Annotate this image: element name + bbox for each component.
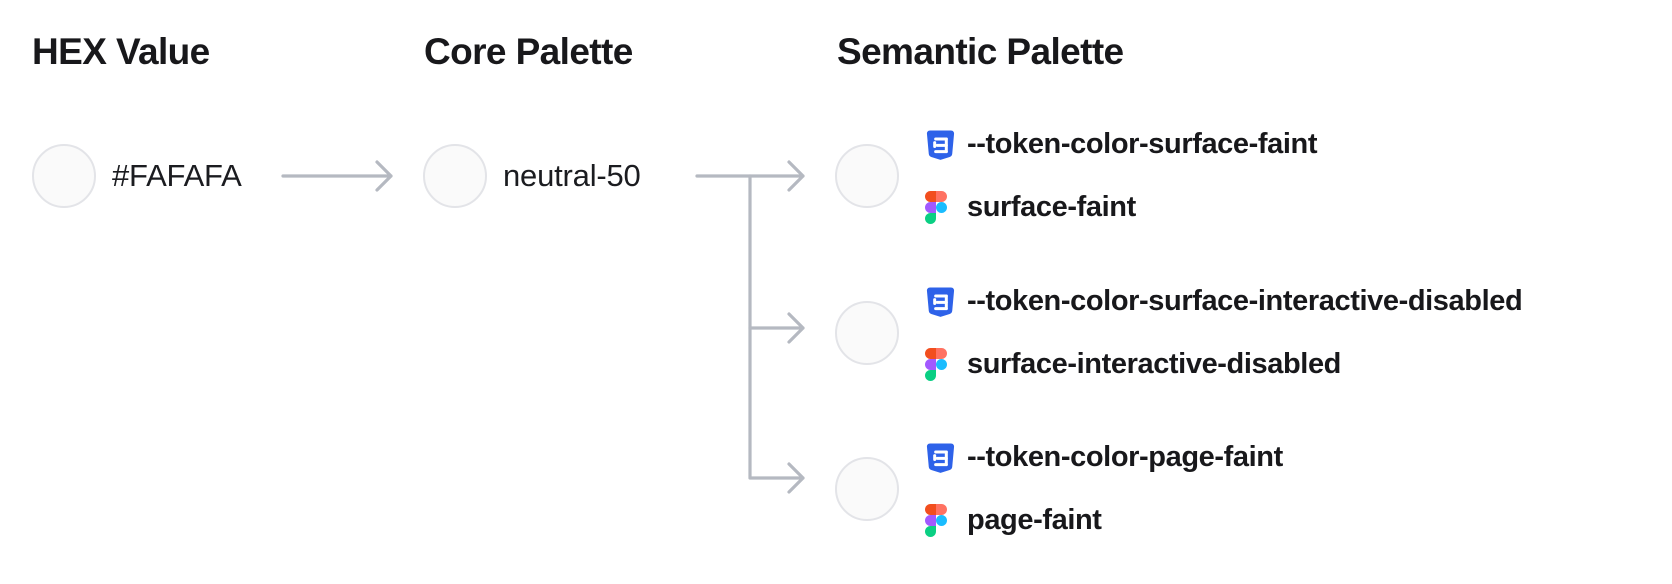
figma-logo-icon [925,348,956,381]
semantic-token-item: --token-color-surface-faint surface-fain… [835,110,1318,242]
color-swatch [423,144,487,208]
css3-badge-icon [925,442,956,474]
figma-style-label: surface-faint [967,191,1136,223]
figma-logo-icon [925,191,956,224]
hex-value-column-title: HEX Value [32,31,210,72]
figma-style-label: page-faint [967,504,1102,536]
figma-token-line: page-faint [925,503,1283,539]
css-token-line: --token-color-surface-interactive-disabl… [925,284,1523,320]
css3-badge-icon [925,129,956,161]
figma-token-line: surface-interactive-disabled [925,347,1522,383]
css-variable-label: --token-color-page-faint [967,441,1283,473]
arrow-core-to-semantic-1 [695,160,805,192]
arrow-hex-to-core [281,160,393,192]
core-palette-column-title: Core Palette [424,31,633,72]
core-palette-label: neutral-50 [503,158,641,193]
css-token-line: --token-color-page-faint [925,440,1283,476]
semantic-token-item: --token-color-surface-interactive-disabl… [835,267,1523,399]
css-variable-label: --token-color-surface-interactive-disabl… [967,285,1523,317]
hex-value-node: #FAFAFA [32,144,242,208]
figma-token-line: surface-faint [925,190,1317,226]
color-swatch [835,301,899,365]
css-variable-label: --token-color-surface-faint [967,128,1318,160]
semantic-token-item: --token-color-page-faint page-faint [835,423,1283,555]
semantic-palette-column-title: Semantic Palette [837,31,1124,72]
arrow-branch-semantic-2 [748,312,805,344]
css-token-line: --token-color-surface-faint [925,127,1318,163]
color-swatch [32,144,96,208]
color-swatch [835,144,899,208]
css3-badge-icon [925,286,956,318]
figma-style-label: surface-interactive-disabled [967,348,1341,380]
color-swatch [835,457,899,521]
figma-logo-icon [925,504,956,537]
arrow-branch-semantic-3 [748,174,805,494]
core-palette-node: neutral-50 [423,144,641,208]
hex-value-label: #FAFAFA [112,158,242,193]
